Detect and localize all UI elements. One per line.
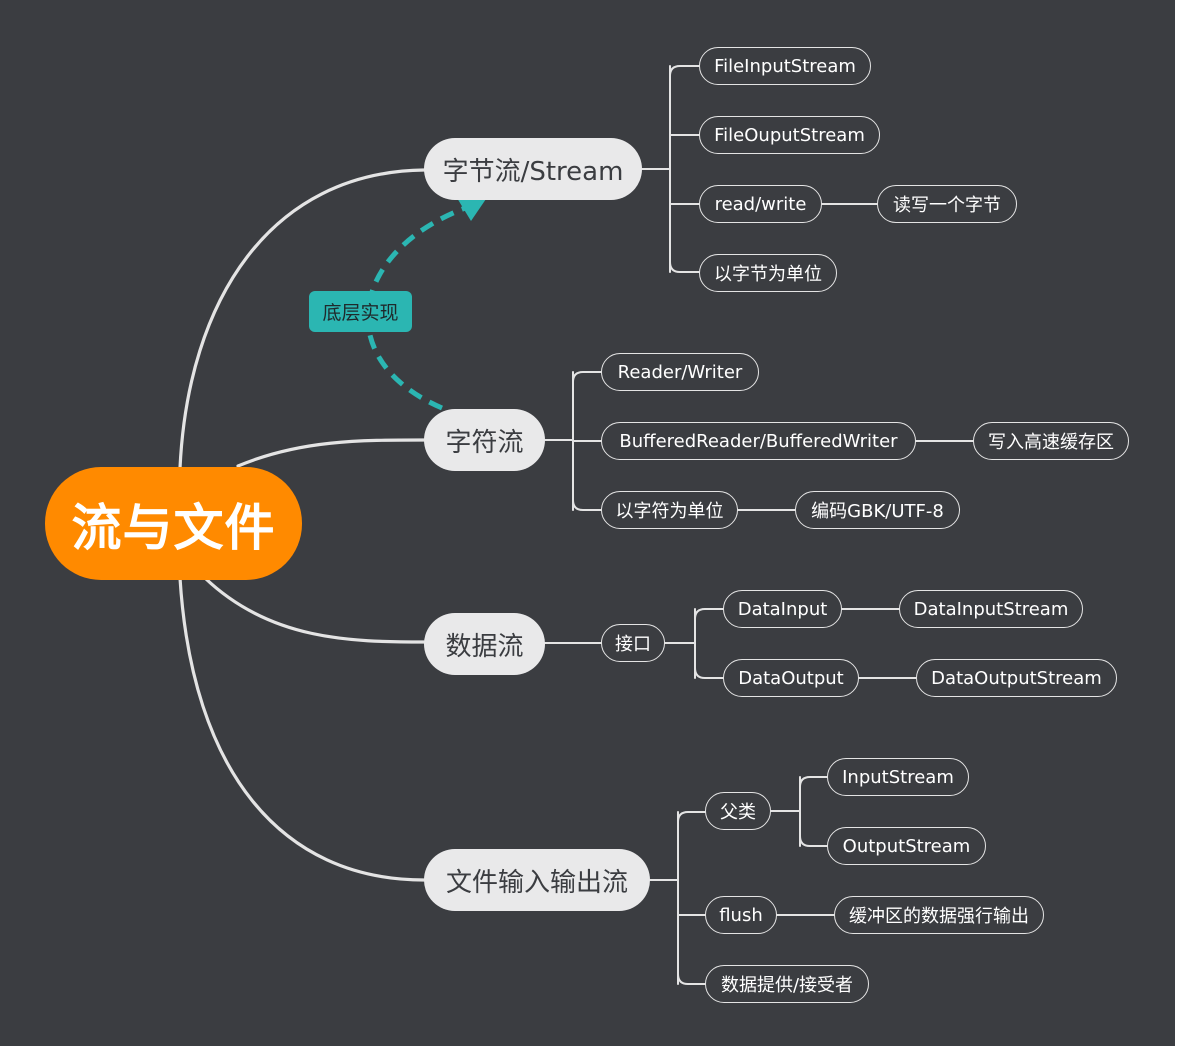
node-datainput[interactable]: DataInput: [723, 590, 842, 628]
node-read-write-one-byte[interactable]: 读写一个字节: [877, 185, 1017, 223]
node-dataoutputstream[interactable]: DataOutputStream: [916, 659, 1117, 697]
node-parent-class[interactable]: 父类: [705, 792, 771, 830]
link-root-bytestream: [178, 168, 426, 470]
node-fileinputstream[interactable]: FileInputStream: [699, 47, 871, 85]
node-flush[interactable]: flush: [705, 896, 777, 934]
link-root-charstream: [236, 438, 426, 468]
root-node[interactable]: 流与文件: [45, 467, 302, 580]
node-interface[interactable]: 接口: [601, 624, 665, 662]
node-outputstream[interactable]: OutputStream: [827, 827, 986, 865]
link-root-datastream: [203, 576, 426, 644]
node-byte-unit[interactable]: 以字节为单位: [699, 254, 837, 292]
branch-char-stream[interactable]: 字符流: [424, 409, 545, 471]
node-reader-writer[interactable]: Reader/Writer: [601, 353, 759, 391]
branch-file-stream[interactable]: 文件输入输出流: [424, 849, 650, 911]
node-buffered-reader-writer[interactable]: BufferedReader/BufferedWriter: [601, 422, 916, 460]
branch-data-stream[interactable]: 数据流: [424, 613, 545, 675]
branch-byte-stream[interactable]: 字节流/Stream: [424, 138, 642, 200]
node-dataoutput[interactable]: DataOutput: [723, 659, 859, 697]
node-encoding[interactable]: 编码GBK/UTF-8: [795, 491, 960, 529]
link-root-filestream: [178, 576, 426, 882]
node-inputstream[interactable]: InputStream: [827, 758, 969, 796]
relation-label[interactable]: 底层实现: [309, 291, 412, 332]
node-write-cache[interactable]: 写入高速缓存区: [973, 422, 1129, 460]
node-data-provider[interactable]: 数据提供/接受者: [705, 965, 869, 1003]
relation-arrow: [365, 204, 469, 411]
node-datainputstream[interactable]: DataInputStream: [899, 590, 1083, 628]
relation-arrowhead: [457, 198, 486, 221]
node-fileouputstream[interactable]: FileOuputStream: [699, 116, 880, 154]
node-char-unit[interactable]: 以字符为单位: [601, 491, 738, 529]
node-read-write[interactable]: read/write: [699, 185, 822, 223]
node-flush-buffer[interactable]: 缓冲区的数据强行输出: [834, 896, 1044, 934]
